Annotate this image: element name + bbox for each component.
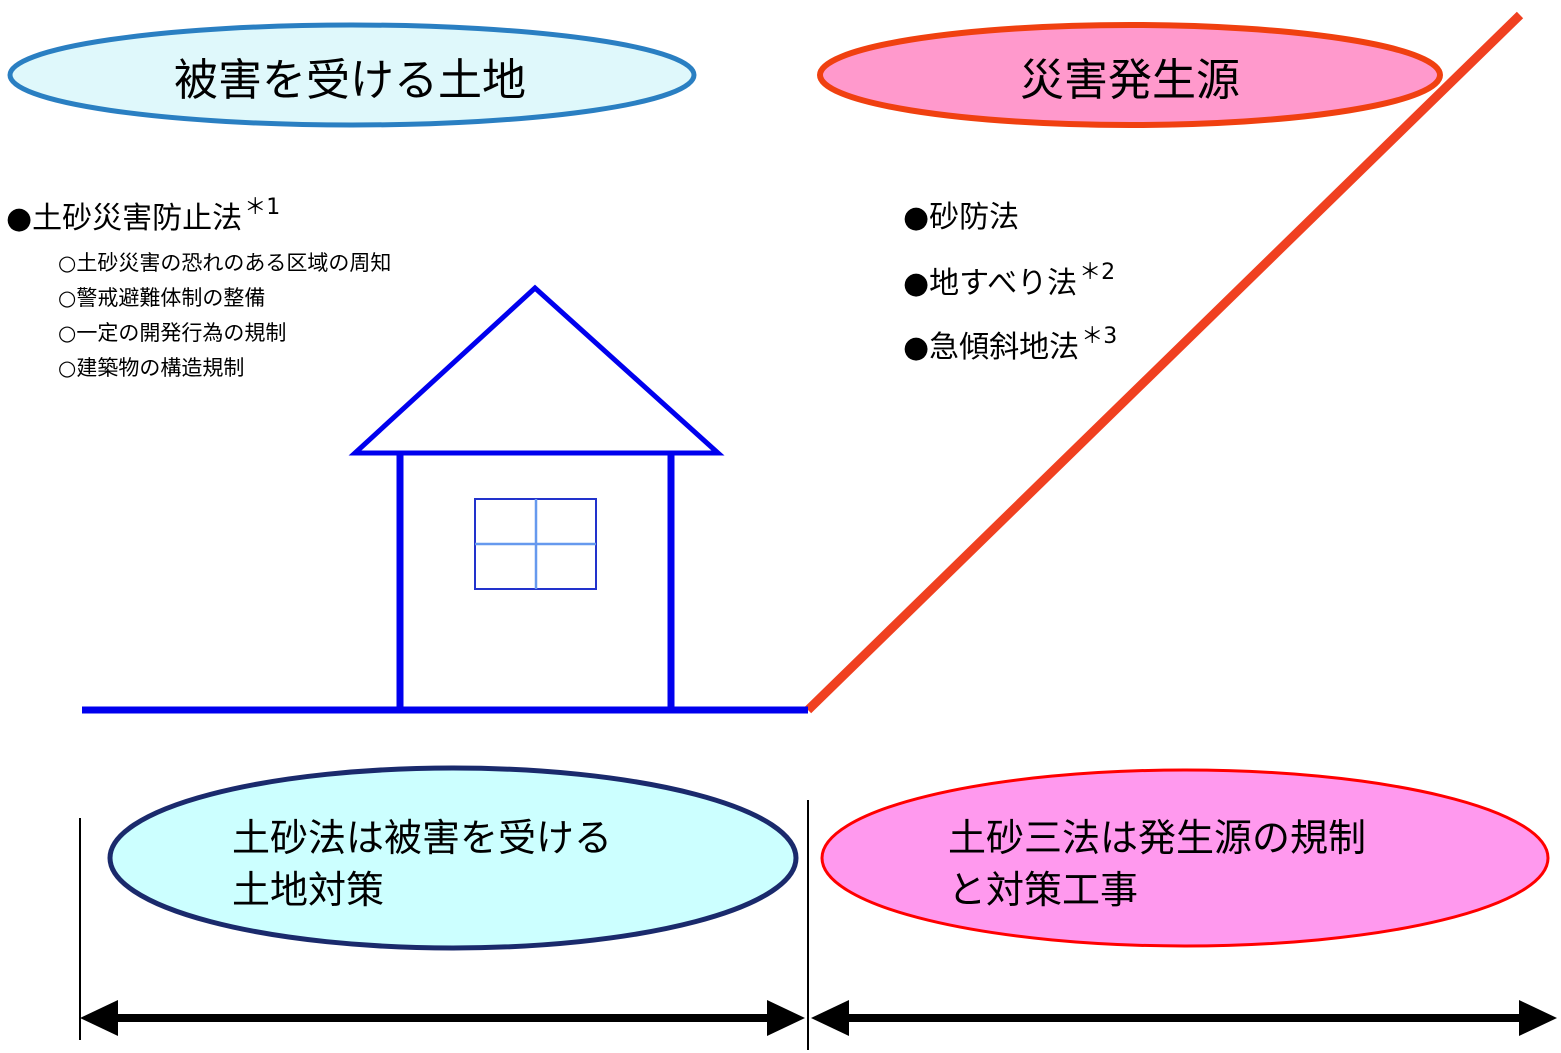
erosion-control-law: ●砂防法	[903, 192, 1019, 236]
list-item: ○一定の開発行為の規制	[58, 321, 287, 345]
label-line-2: 土地対策	[232, 868, 385, 912]
disaster-source-ellipse	[817, 22, 1443, 128]
note-mark: ＊1	[244, 195, 281, 220]
disaster-source-label: 災害発生源	[1020, 55, 1240, 106]
note-mark: ＊3	[1081, 324, 1118, 349]
label-line-2: と対策工事	[948, 868, 1139, 912]
law-measures-list: ○土砂災害の恐れのある区域の周知 ○警戒避難体制の整備 ○一定の開発行為の規制 …	[58, 246, 391, 386]
law-title: ●地すべり法	[903, 266, 1078, 301]
slope-line	[804, 11, 1524, 714]
label-line-1: 土砂法は被害を受ける	[232, 816, 613, 860]
land-measure-ellipse	[107, 765, 799, 951]
source-regulation-label: 土砂三法は発生源の規制 と対策工事	[948, 812, 1366, 916]
house-roof	[348, 284, 725, 456]
law-title: ●急傾斜地法	[903, 330, 1080, 365]
law-title: ●砂防法	[903, 200, 1020, 235]
land-measure-label: 土砂法は被害を受ける 土地対策	[232, 812, 612, 916]
list-item: ○建築物の構造規制	[58, 356, 245, 380]
right-range-arrow	[811, 1000, 1557, 1036]
list-item: ○警戒避難体制の整備	[58, 286, 266, 310]
left-range-arrow	[80, 1000, 805, 1036]
steep-slope-law: ●急傾斜地法＊3	[903, 322, 1117, 366]
sediment-disaster-prevention-law: ●土砂災害防止法＊1	[6, 193, 280, 237]
law-title: ●土砂災害防止法	[6, 201, 243, 236]
source-regulation-ellipse	[820, 768, 1550, 948]
landslide-law: ●地すべり法＊2	[903, 258, 1115, 302]
victim-land-label: 被害を受ける土地	[174, 55, 526, 106]
label-line-1: 土砂三法は発生源の規制	[948, 816, 1367, 860]
note-mark: ＊2	[1079, 260, 1116, 285]
list-item: ○土砂災害の恐れのある区域の周知	[58, 251, 392, 275]
victim-land-ellipse	[7, 22, 697, 128]
